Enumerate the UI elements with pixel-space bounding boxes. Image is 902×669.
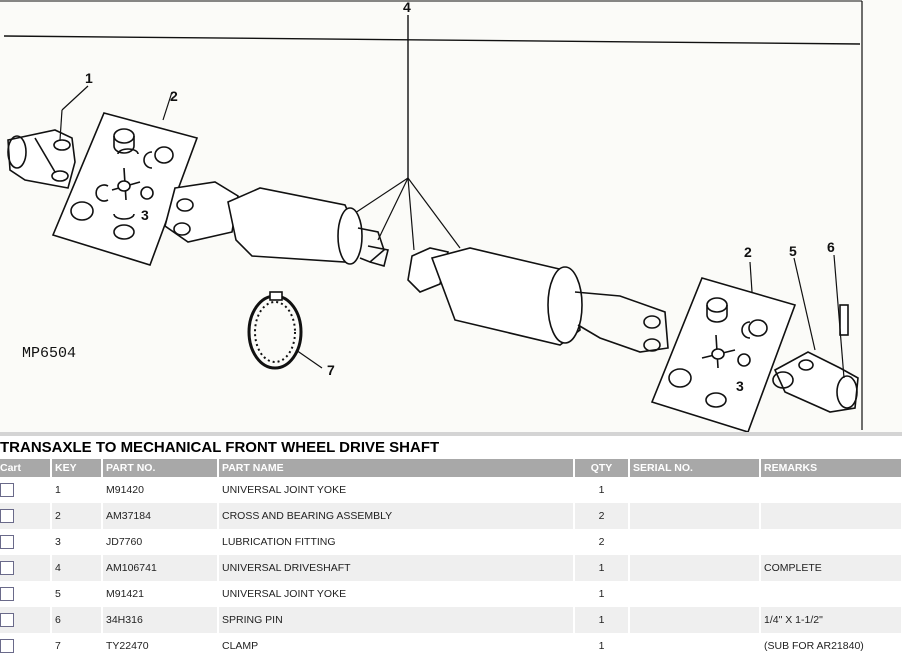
cell-qty: 1 xyxy=(574,477,630,503)
cell-part-name: CLAMP xyxy=(218,633,575,659)
cell-serial-no xyxy=(629,581,761,607)
callout-1: 1 xyxy=(85,70,93,86)
cell-key: 6 xyxy=(51,607,103,633)
add-to-cart-checkbox[interactable] xyxy=(0,639,14,653)
cell-remarks: COMPLETE xyxy=(760,555,902,581)
header-part-name: PART NAME xyxy=(218,459,575,477)
cell-qty: 2 xyxy=(574,529,630,555)
table-row: 4 AM106741 UNIVERSAL DRIVESHAFT 1 COMPLE… xyxy=(0,555,902,581)
cell-part-name: UNIVERSAL JOINT YOKE xyxy=(218,477,575,503)
cell-key: 1 xyxy=(51,477,103,503)
universal-joint-yoke-1 xyxy=(7,85,89,189)
cell-qty: 1 xyxy=(574,607,630,633)
cell-qty: 1 xyxy=(574,633,630,659)
callout-6: 6 xyxy=(827,239,835,255)
cell-remarks xyxy=(760,581,902,607)
cell-part-no: TY22470 xyxy=(102,633,219,659)
header-serial-no: SERIAL NO. xyxy=(629,459,761,477)
section-divider xyxy=(0,432,902,436)
cell-part-name: LUBRICATION FITTING xyxy=(218,529,575,555)
add-to-cart-checkbox[interactable] xyxy=(0,587,14,601)
header-key: KEY xyxy=(51,459,103,477)
section-title: TRANSAXLE TO MECHANICAL FRONT WHEEL DRIV… xyxy=(0,439,440,456)
add-to-cart-checkbox[interactable] xyxy=(0,483,14,497)
cell-key: 5 xyxy=(51,581,103,607)
table-row: 7 TY22470 CLAMP 1 (SUB FOR AR21840) xyxy=(0,633,902,659)
header-qty: QTY xyxy=(574,459,630,477)
cell-serial-no xyxy=(629,529,761,555)
driveshaft-left-half xyxy=(164,181,389,267)
cell-part-name: SPRING PIN xyxy=(218,607,575,633)
cell-part-name: UNIVERSAL JOINT YOKE xyxy=(218,581,575,607)
cell-key: 7 xyxy=(51,633,103,659)
cross-bearing-assembly-right xyxy=(650,261,797,432)
cell-part-name: UNIVERSAL DRIVESHAFT xyxy=(218,555,575,581)
callout-3-right: 3 xyxy=(736,378,744,394)
cell-key: 2 xyxy=(51,503,103,529)
cell-part-no: AM106741 xyxy=(102,555,219,581)
cell-serial-no xyxy=(629,477,761,503)
cell-serial-no xyxy=(629,607,761,633)
cell-key: 4 xyxy=(51,555,103,581)
table-header-row: Cart KEY PART NO. PART NAME QTY SERIAL N… xyxy=(0,459,902,477)
header-remarks: REMARKS xyxy=(760,459,902,477)
cell-serial-no xyxy=(629,503,761,529)
cell-qty: 1 xyxy=(574,555,630,581)
cell-remarks xyxy=(760,477,902,503)
clamp-7 xyxy=(247,291,323,370)
callout-7: 7 xyxy=(327,362,335,378)
add-to-cart-checkbox[interactable] xyxy=(0,613,14,627)
cell-part-no: AM37184 xyxy=(102,503,219,529)
cell-part-name: CROSS AND BEARING ASSEMBLY xyxy=(218,503,575,529)
cell-qty: 2 xyxy=(574,503,630,529)
driveshaft-right-half xyxy=(407,247,669,353)
callout-5: 5 xyxy=(789,243,797,259)
add-to-cart-checkbox[interactable] xyxy=(0,561,14,575)
table-row: 1 M91420 UNIVERSAL JOINT YOKE 1 xyxy=(0,477,902,503)
parts-table: Cart KEY PART NO. PART NAME QTY SERIAL N… xyxy=(0,459,902,659)
callout-2-right: 2 xyxy=(744,244,752,260)
parts-diagram: 4 1 2 3 2 5 6 3 7 MP6504 xyxy=(0,0,863,432)
cell-remarks xyxy=(760,503,902,529)
cross-bearing-assembly-left xyxy=(51,91,199,266)
cell-qty: 1 xyxy=(574,581,630,607)
cell-remarks xyxy=(760,529,902,555)
cell-serial-no xyxy=(629,555,761,581)
cell-serial-no xyxy=(629,633,761,659)
header-part-no: PART NO. xyxy=(102,459,219,477)
cell-remarks: (SUB FOR AR21840) xyxy=(760,633,902,659)
header-cart: Cart xyxy=(0,459,52,477)
callout-4: 4 xyxy=(403,0,411,15)
table-row: 3 JD7760 LUBRICATION FITTING 2 xyxy=(0,529,902,555)
cell-part-no: M91420 xyxy=(102,477,219,503)
add-to-cart-checkbox[interactable] xyxy=(0,509,14,523)
callout-2-left: 2 xyxy=(170,88,178,104)
cell-key: 3 xyxy=(51,529,103,555)
universal-joint-yoke-5 xyxy=(772,257,859,413)
table-row: 6 34H316 SPRING PIN 1 1/4" X 1-1/2" xyxy=(0,607,902,633)
spring-pin-6 xyxy=(833,254,849,379)
cell-part-no: M91421 xyxy=(102,581,219,607)
add-to-cart-checkbox[interactable] xyxy=(0,535,14,549)
cell-part-no: JD7760 xyxy=(102,529,219,555)
callout-3-left: 3 xyxy=(141,207,149,223)
cell-part-no: 34H316 xyxy=(102,607,219,633)
diagram-image-code: MP6504 xyxy=(22,345,76,362)
table-row: 5 M91421 UNIVERSAL JOINT YOKE 1 xyxy=(0,581,902,607)
table-row: 2 AM37184 CROSS AND BEARING ASSEMBLY 2 xyxy=(0,503,902,529)
cell-remarks: 1/4" X 1-1/2" xyxy=(760,607,902,633)
